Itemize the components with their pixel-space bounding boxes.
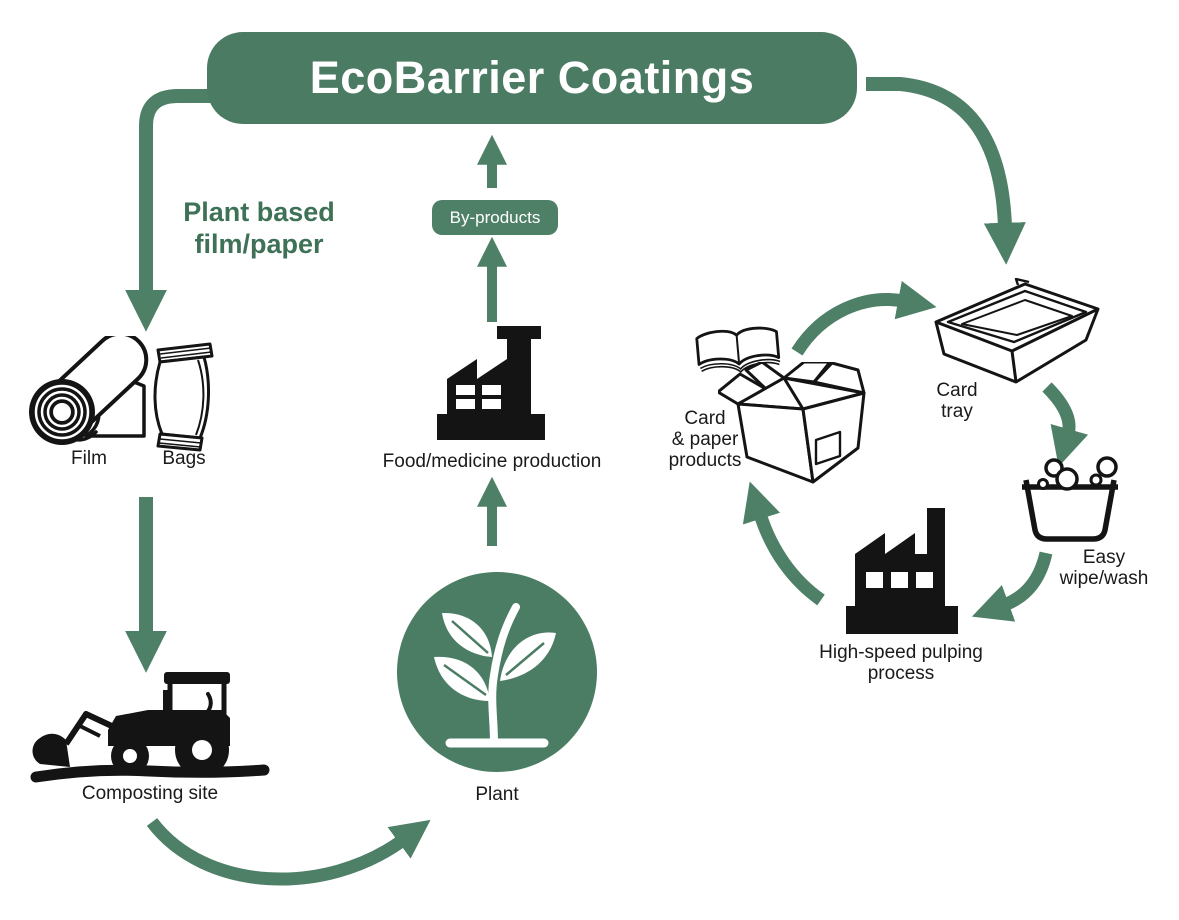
plant-based-heading: Plant based film/paper (183, 196, 335, 260)
pulping-label: High-speed pulping process (819, 642, 983, 684)
arrow-wash-to-pulping (971, 551, 1053, 622)
card-paper-line2: & paper (671, 429, 739, 450)
pulping-line2: process (867, 663, 935, 684)
bags-label: Bags (162, 448, 206, 469)
food-factory-icon (437, 326, 545, 440)
arrow-composting-to-plant (146, 817, 431, 886)
page-title: EcoBarrier Coatings (309, 52, 755, 103)
arrow-box-to-tray (791, 280, 937, 356)
title-banner: EcoBarrier Coatings (207, 32, 857, 124)
card-paper-line1: Card (684, 408, 726, 429)
tractor-icon (30, 672, 270, 783)
easy-wipe-line1: Easy (1082, 547, 1126, 568)
card-tray-line2: tray (941, 401, 973, 422)
plant-label: Plant (475, 784, 519, 805)
book-icon (695, 326, 781, 374)
card-tray-icon (934, 278, 1100, 384)
card-tray-label: Card tray (936, 380, 977, 422)
arrow-tray-to-wash (1042, 382, 1089, 467)
card-paper-label: Card & paper products (669, 408, 742, 471)
composting-label: Composting site (81, 783, 219, 804)
food-production-label: Food/medicine production (382, 451, 602, 472)
byproducts-label: By-products (449, 207, 541, 227)
film-roll-icon (29, 336, 149, 445)
box-icon (718, 362, 866, 484)
byproducts-badge: By-products (432, 200, 558, 235)
film-label: Film (71, 448, 107, 469)
arrow-banner-to-film (125, 89, 212, 332)
bag-icon (153, 342, 214, 452)
easy-wipe-label: Easy wipe/wash (1060, 547, 1149, 589)
easy-wipe-line2: wipe/wash (1059, 568, 1149, 589)
arrow-banner-to-tray (866, 77, 1026, 265)
card-tray-line1: Card (936, 380, 978, 401)
pulping-line1: High-speed pulping (819, 642, 983, 663)
card-paper-line3: products (668, 450, 742, 471)
plant-based-line1: Plant based (183, 197, 335, 227)
arrow-pulping-to-box (742, 481, 825, 606)
plant-icon (397, 572, 597, 772)
pulping-factory-icon (846, 508, 958, 634)
plant-based-line2: film/paper (194, 229, 324, 259)
wash-basin-icon (1022, 456, 1118, 542)
